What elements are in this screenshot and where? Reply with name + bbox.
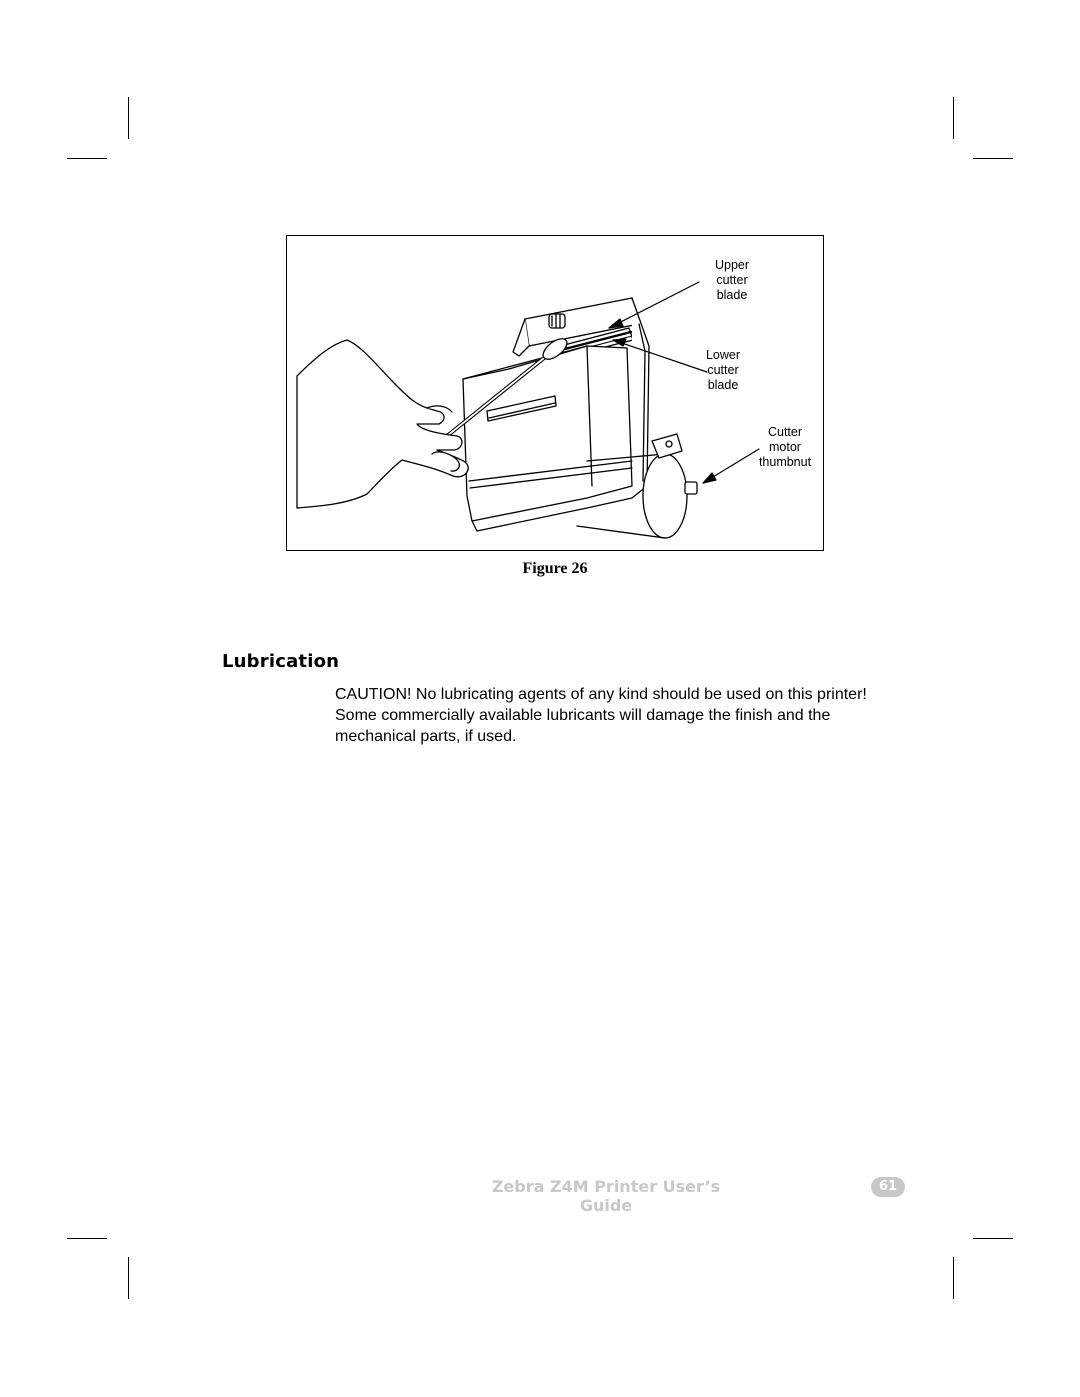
callout-upper-cutter-blade: Upper cutter blade	[714, 258, 750, 302]
callout-lower-cutter-blade: Lower cutter blade	[705, 348, 741, 392]
hand-drawing	[296, 339, 469, 509]
crop-mark	[67, 1238, 107, 1239]
callout-cutter-motor-thumbnut: Cutter motor thumbnut	[758, 425, 812, 469]
crop-mark	[953, 97, 954, 139]
callout-arrows	[608, 281, 760, 484]
footer-guide-title: Zebra Z4M Printer User’s Guide	[491, 1177, 721, 1215]
figure-frame: Upper cutter blade Lower cutter blade Cu…	[286, 235, 824, 551]
crop-mark	[67, 158, 107, 159]
crop-mark	[973, 1238, 1013, 1239]
crop-mark	[128, 1257, 129, 1299]
page-number-badge: 61	[871, 1177, 905, 1197]
crop-mark	[128, 97, 129, 139]
caution-paragraph: CAUTION! No lubricating agents of any ki…	[335, 686, 867, 745]
crop-mark	[973, 158, 1013, 159]
crop-mark	[953, 1257, 954, 1299]
cutter-assembly-drawing	[462, 297, 698, 539]
cutter-cleaning-illustration	[296, 281, 760, 539]
cleaning-swab-drawing	[435, 338, 568, 446]
section-heading: Lubrication	[222, 651, 340, 672]
figure-caption: Figure 26	[522, 560, 588, 577]
